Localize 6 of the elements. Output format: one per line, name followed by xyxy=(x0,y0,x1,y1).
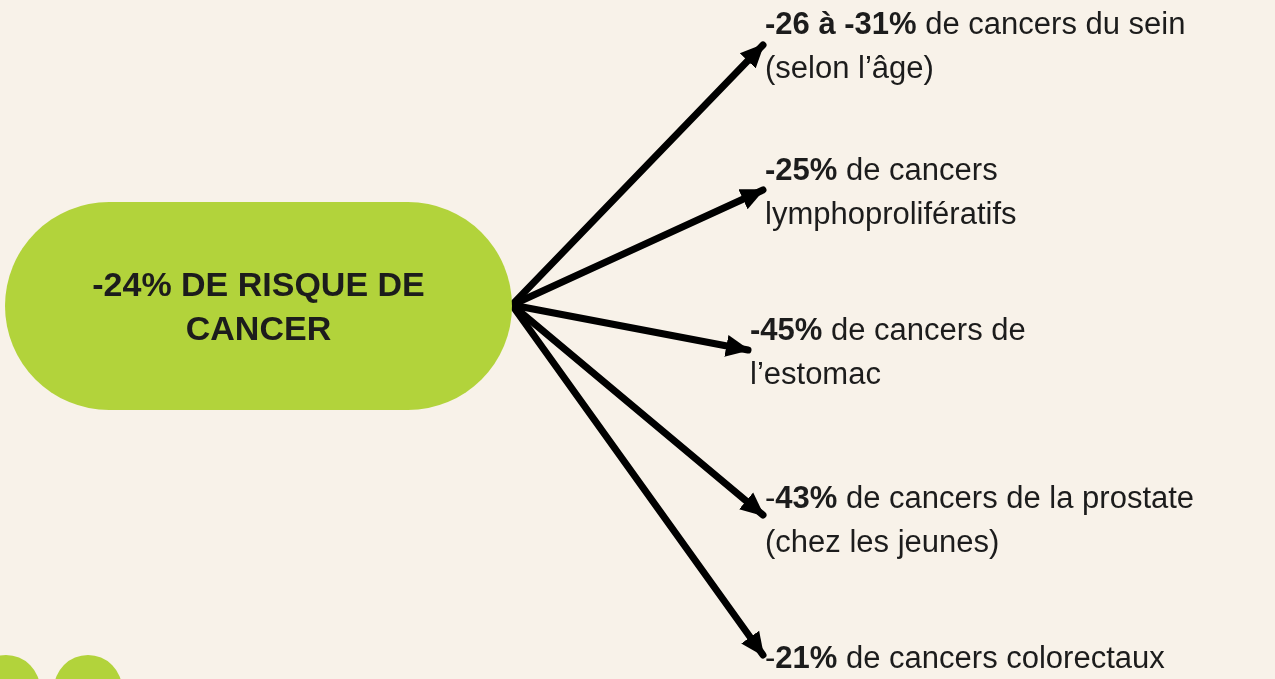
statistic-text: -21% de cancers colorectaux xyxy=(765,639,1166,677)
statistic-text: -45% de cancers de l’estomac xyxy=(750,311,1027,393)
node-title: -24% DE RISQUE DE CANCER xyxy=(91,264,426,349)
statistic-text: -43% de cancers de la prostate (chez les jeunes) xyxy=(765,479,1196,561)
statistic-text: -25% de cancers lymphoprolifératifs xyxy=(765,151,1018,233)
statistic-text: -26 à -31% de cancers du sein (selon l’âge) xyxy=(765,5,1187,87)
